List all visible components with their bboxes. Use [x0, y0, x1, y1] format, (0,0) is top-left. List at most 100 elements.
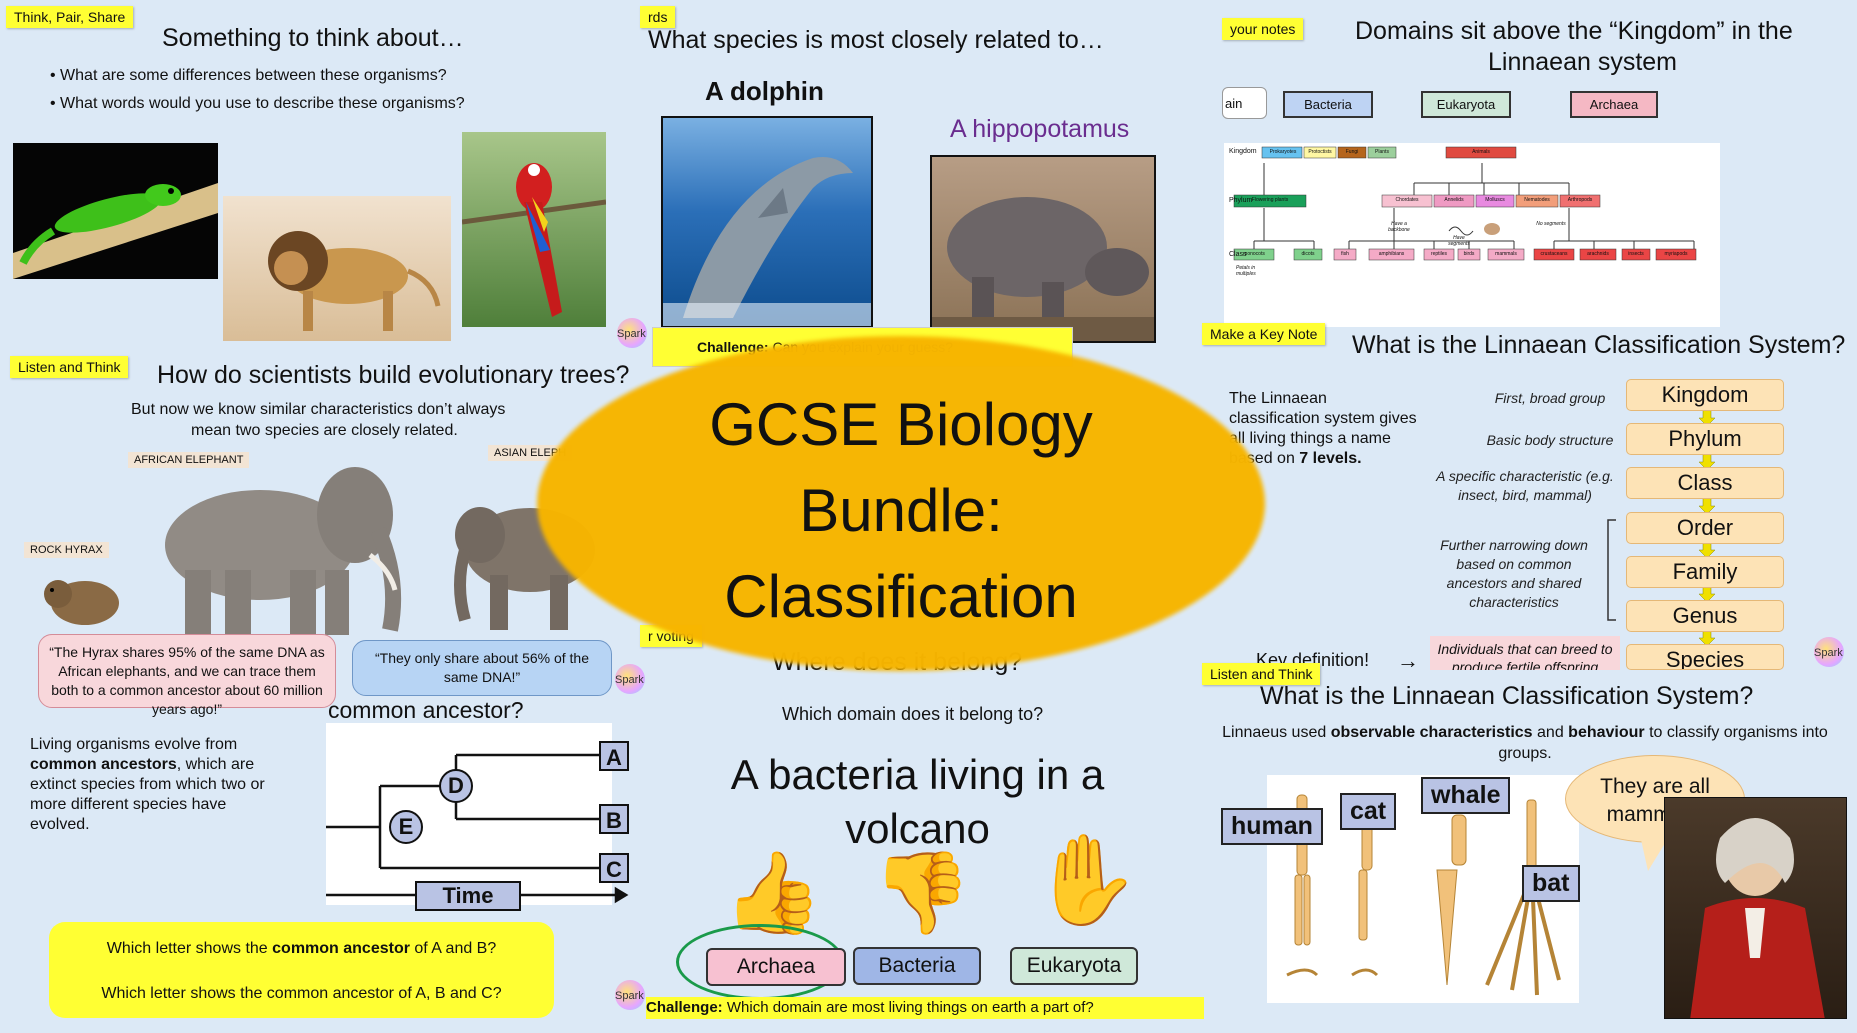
- parrot-photo: [462, 132, 606, 327]
- tree-class-item: insects: [1628, 251, 1644, 257]
- label-cat: cat: [1340, 793, 1397, 830]
- thumbs-down-icon: 👎: [872, 848, 972, 937]
- desc-phylum: Basic body structure: [1486, 432, 1614, 448]
- prompt-line-2: volcano: [845, 805, 990, 852]
- domain-box-eukaryota: Eukaryota: [1421, 91, 1511, 118]
- panel2-tag: rds: [640, 6, 676, 28]
- classification-tree: Kingdom Phylum Class Prokaryotes Protoct…: [1224, 143, 1720, 327]
- panel8-heading: What is the Linnaean Classification Syst…: [1260, 682, 1754, 710]
- panel7-heading: What is the Linnaean Classification Syst…: [1352, 331, 1846, 359]
- panel6-sub: Which domain does it belong to?: [782, 704, 1044, 724]
- label-bat: bat: [1522, 865, 1580, 902]
- dolphin-photo: [661, 116, 873, 328]
- domain-box: ain: [1222, 87, 1267, 119]
- lion-photo: [223, 196, 451, 341]
- panel4-heading: How do scientists build evolutionary tre…: [157, 361, 630, 389]
- tree-class-item: arachnids: [1587, 251, 1609, 257]
- think-pair-share-tag: Think, Pair, Share: [6, 6, 134, 28]
- domains-heading-line2: Linnaean system: [1488, 48, 1678, 76]
- tree-note: No segments: [1536, 221, 1566, 227]
- linnaeus-portrait: [1664, 797, 1847, 1019]
- raised-hand-icon: ✋: [1031, 830, 1141, 929]
- level-kingdom: Kingdom: [1626, 379, 1784, 411]
- key-arrow-icon: →: [1397, 648, 1419, 673]
- panel1-bullets: • What are some differences between thes…: [50, 62, 465, 118]
- rock-hyrax-label: ROCK HYRAX: [24, 542, 109, 558]
- bullet-item: • What are some differences between thes…: [50, 67, 447, 84]
- tree-note: Have a backbone: [1388, 221, 1410, 233]
- bacteria-volcano-prompt: A bacteria living in a volcano: [640, 748, 1195, 856]
- panel6-challenge: Challenge: Which domain are most living …: [646, 997, 1204, 1019]
- tree-kingdom-item: Animals: [1472, 149, 1490, 155]
- key-note-tag: Make a Key Note: [1202, 323, 1326, 345]
- dolphin-label: A dolphin: [705, 76, 824, 106]
- listen-think-tag-2: Listen and Think: [1202, 663, 1321, 685]
- prompt-line-1: A bacteria living in a: [730, 751, 1105, 798]
- ancestor-body: Living organisms evolve from common ance…: [30, 736, 265, 833]
- level-phylum: Phylum: [1626, 423, 1784, 455]
- level-order: Order: [1626, 512, 1784, 544]
- tree-class-item: fish: [1341, 251, 1349, 257]
- tree-phylum-item: Annelids: [1444, 197, 1464, 203]
- main-title: GCSE Biology Bundle: Classification: [537, 382, 1265, 640]
- hippo-label: A hippopotamus: [950, 115, 1130, 143]
- tree-class-item: myriapods: [1664, 251, 1688, 257]
- phylogeny-diagram: A B C D E Time: [326, 723, 629, 911]
- option-bacteria-button[interactable]: Bacteria: [853, 947, 981, 985]
- panel4-intro-line1: But now we know similar characteristics …: [131, 401, 506, 418]
- option-eukaryota-button[interactable]: Eukaryota: [1010, 947, 1138, 985]
- node-d: D: [448, 773, 464, 798]
- tree-kingdom-item: Fungi: [1345, 149, 1359, 155]
- label-human: human: [1221, 808, 1323, 845]
- option-archaea-button[interactable]: Archaea: [706, 948, 846, 986]
- tree-phylum-label: Phylum: [1229, 197, 1253, 204]
- label-whale: whale: [1421, 777, 1511, 814]
- domains-heading-line1: Domains sit above the “Kingdom” in the: [1355, 17, 1793, 45]
- key-definition-text: Individuals that can breed to produce fe…: [1430, 636, 1620, 670]
- level-family: Family: [1626, 556, 1784, 588]
- level-arrows: [1698, 409, 1716, 647]
- panel5-heading: common ancestor?: [328, 697, 524, 723]
- bullet-item: • What words would you use to describe t…: [50, 95, 465, 112]
- panel3-tag: your notes: [1222, 18, 1304, 40]
- tree-phylum-item: Flowering plants: [1251, 197, 1289, 203]
- gecko-photo: [13, 143, 218, 279]
- hippo-photo: [930, 155, 1156, 343]
- speech-bubble-tail: [1640, 835, 1670, 871]
- level-class: Class: [1626, 467, 1784, 499]
- tree-kingdom-label: Kingdom: [1229, 148, 1257, 155]
- hyrax-quote-bubble: “The Hyrax shares 95% of the same DNA as…: [38, 634, 336, 717]
- main-title-line-2: Bundle:: [799, 477, 1003, 544]
- tree-class-item: monocots: [1243, 251, 1265, 257]
- tree-class-item: mammals: [1495, 251, 1517, 257]
- main-title-line-3: Classification: [724, 563, 1078, 630]
- tree-class-item: birds: [1463, 251, 1475, 257]
- rock-hyrax-image: [44, 580, 119, 625]
- listen-think-tag: Listen and Think: [10, 356, 129, 378]
- tree-kingdom-item: Protoctists: [1308, 149, 1332, 155]
- domain-box-archaea: Archaea: [1570, 91, 1658, 118]
- spark-logo-icon: Spark: [615, 664, 645, 694]
- desc-kingdom: First, broad group: [1494, 390, 1606, 406]
- panel8-sub: Linnaeus used observable characteristics…: [1222, 724, 1828, 762]
- level-species: Species: [1626, 644, 1784, 670]
- ancestor-questions-box: Which letter shows the common ancestor o…: [49, 922, 554, 1018]
- tree-kingdom-item: Plants: [1375, 149, 1389, 155]
- desc-order-family: Further narrowing down based on common a…: [1440, 537, 1588, 610]
- tree-phylum-item: Arthropods: [1567, 197, 1593, 203]
- spark-logo-icon: Spark: [615, 980, 645, 1010]
- african-elephant-label: AFRICAN ELEPHANT: [128, 452, 250, 468]
- ancestor-question-2: Which letter shows the common ancestor o…: [101, 985, 502, 1002]
- african-elephant-image: [165, 467, 402, 635]
- main-title-line-1: GCSE Biology: [709, 391, 1093, 458]
- tree-petals-note: Petals in multiples: [1236, 265, 1256, 277]
- tree-kingdom-item: Prokaryotes: [1269, 149, 1297, 155]
- domain-box-bacteria: Bacteria: [1283, 91, 1373, 118]
- node-e: E: [398, 814, 414, 839]
- node-b: B: [606, 808, 622, 833]
- desc-class: A specific characteristic (e.g. insect, …: [1436, 468, 1614, 503]
- level-genus: Genus: [1626, 600, 1784, 632]
- bracket-shape: [1607, 519, 1616, 621]
- title-blob-shape: [537, 336, 1265, 671]
- panel4-intro-line2: mean two species are closely related.: [191, 422, 458, 439]
